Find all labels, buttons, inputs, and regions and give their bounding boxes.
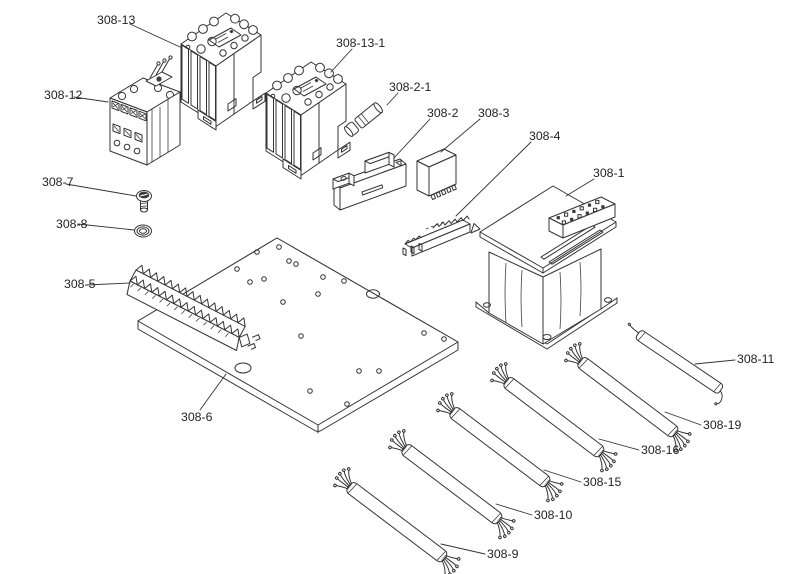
screw-308-7: [136, 190, 152, 213]
part-label-308-12: 308-12: [44, 88, 82, 102]
part-label-308-1: 308-1: [593, 166, 625, 180]
part-label-308-6: 308-6: [181, 410, 213, 424]
terminal-strip-308-5: [126, 264, 261, 351]
part-label-308-7: 308-7: [42, 175, 74, 189]
part-label-308-8: 308-8: [56, 217, 88, 231]
leader-308-16: [598, 438, 640, 451]
contactor-308-13-1: [265, 61, 351, 180]
part-label-308-2: 308-2: [427, 106, 459, 120]
part-label-308-11: 308-11: [737, 352, 775, 366]
leader-lines: [65, 23, 736, 555]
part-label-308-19: 308-19: [703, 418, 741, 432]
leader-308-19: [664, 411, 702, 426]
leader-308-12: [73, 96, 109, 103]
part-label-308-2-1: 308-2-1: [389, 80, 432, 94]
leader-308-8: [77, 223, 135, 231]
leader-308-6: [199, 373, 227, 411]
part-label-308-3: 308-3: [478, 106, 510, 120]
relay-308-3: [416, 148, 457, 200]
mounting-plate-308-6: [137, 237, 459, 434]
fuse-holder-308-2: [332, 151, 407, 211]
leader-308-10: [495, 503, 533, 516]
part-label-308-5: 308-5: [64, 277, 96, 291]
leader-308-1: [565, 178, 595, 197]
part-label-308-13: 308-13: [97, 13, 135, 27]
leader-308-11: [694, 359, 736, 365]
overload-relay-308-12: [109, 55, 181, 166]
part-label-308-15: 308-15: [583, 475, 621, 489]
cable-308-11: [627, 322, 724, 406]
leader-308-5: [86, 282, 131, 286]
washer-308-8: [134, 224, 152, 238]
leader-308-2: [393, 118, 431, 159]
leader-308-9: [440, 543, 486, 555]
contactor-308-13: [180, 12, 266, 131]
part-label-308-16: 308-16: [641, 443, 679, 457]
leader-308-3: [440, 118, 481, 153]
part-label-308-13-1: 308-13-1: [336, 36, 385, 50]
terminal-block-308-4: [402, 215, 481, 257]
leader-308-13: [129, 23, 181, 48]
part-label-308-4: 308-4: [529, 129, 561, 143]
leader-308-15: [543, 469, 582, 483]
fuse-308-2-1: [344, 102, 383, 137]
leader-308-2-1: [386, 92, 399, 106]
part-label-308-10: 308-10: [534, 508, 572, 522]
leader-308-4: [455, 141, 532, 217]
leader-308-7: [65, 183, 137, 197]
transformer-308-1: [475, 185, 618, 350]
part-labels: 308-13 308-13-1 308-12 308-2-1 308-2 308…: [42, 13, 775, 561]
leader-308-13-1: [330, 48, 353, 73]
part-label-308-9: 308-9: [487, 547, 519, 561]
